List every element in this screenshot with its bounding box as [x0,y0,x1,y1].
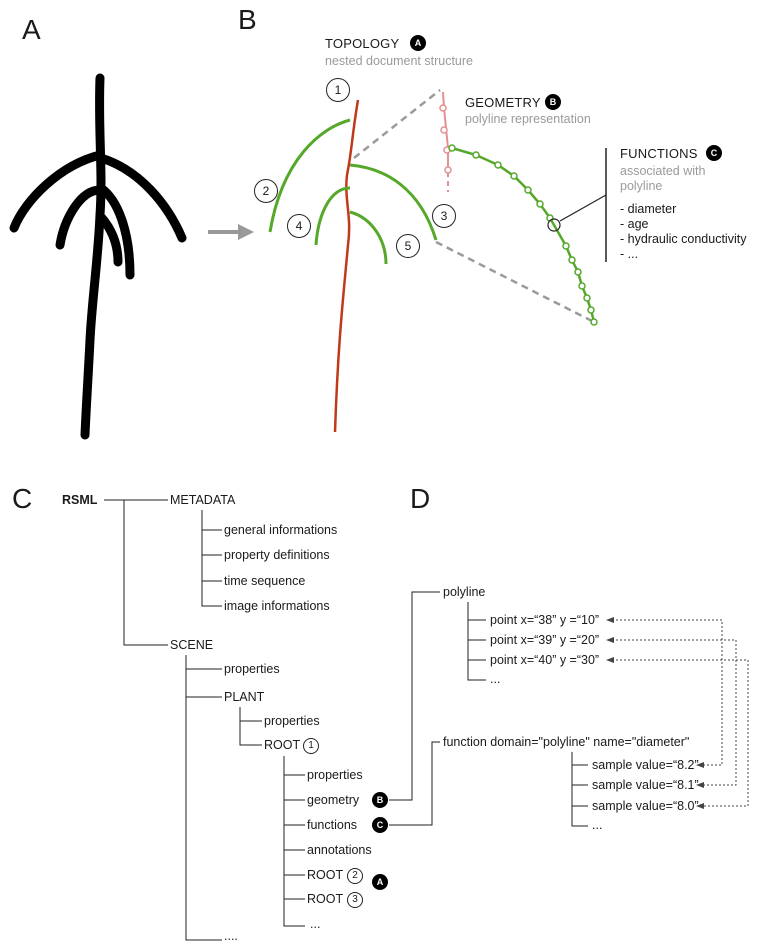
topology-subtitle: nested document structure [325,54,473,68]
tree-rsml-root: RSML [62,493,98,507]
tree-scene: SCENE [170,638,214,652]
root-number-2: 2 [254,179,278,203]
functions-title: FUNCTIONS [620,146,698,161]
root-geometry: geometry [307,793,360,807]
child-root-3-number: 3 [347,892,363,908]
lateral-root-4 [314,186,351,246]
root-silhouette-a [9,73,187,440]
d-sample-3: sample value=“8.0” [592,799,699,813]
tree-child-root-2: ROOT [307,868,344,882]
panel-label-d: D [410,483,431,514]
cross-reference-arrows [612,619,749,807]
metadata-general-informations: general informations [224,523,338,537]
badge-b-geometry-node: B [372,792,388,808]
badge-b-geometry: B [545,94,561,110]
tree-root-1: ROOT [264,738,301,752]
root-annotations: annotations [307,843,372,857]
primary-root-line [333,99,360,433]
child-root-2-number: 2 [347,868,363,884]
lateral-root-5 [349,210,388,265]
metadata-image-informations: image informations [224,599,330,613]
functions-subtitle-line-2: polyline [620,179,663,193]
tree-child-root-3: ROOT [307,892,344,906]
d-sample-1: sample value=“8.2” [592,758,699,772]
metadata-time-sequence: time sequence [224,574,306,588]
d-point-2: point x=“39” y =“20” [490,633,600,647]
geometry-polyline-pink [439,91,452,192]
function-item-diameter: - diameter [620,202,677,216]
function-item-more: - ... [620,247,639,261]
root-1-number: 1 [303,738,319,754]
lateral-root-3 [349,163,438,241]
topology-title: TOPOLOGY [325,36,400,51]
root-number-4: 4 [287,214,311,238]
metadata-property-definitions: property definitions [224,548,330,562]
root-children-more: ... [310,917,321,931]
d-samples-more: ... [592,818,603,832]
d-point-3: point x=“40” y =“30” [490,653,600,667]
d-polyline: polyline [443,585,486,599]
function-item-hydraulic-conductivity: - hydraulic conductivity [620,232,747,246]
panel-label-b: B [238,4,257,35]
transform-arrow [208,224,254,240]
tree-plant: PLANT [224,690,265,704]
d-function: function domain="polyline" name="diamete… [443,735,690,749]
lateral-root-2 [268,118,351,233]
projection-lines [353,89,595,324]
root-properties: properties [307,768,363,782]
scene-properties: properties [224,662,280,676]
panel-label-a: A [22,14,41,45]
panel-label-c: C [12,483,33,514]
root-number-5: 5 [396,234,420,258]
d-point-1: point x=“38” y =“10” [490,613,600,627]
functions-subtitle-line-1: associated with [620,164,706,178]
scene-more: .... [224,929,238,943]
d-sample-2: sample value=“8.1” [592,778,699,792]
function-polyline-green [448,144,607,326]
badge-c-functions-node: C [372,817,388,833]
root-number-1: 1 [326,78,350,102]
badge-a-child-roots: A [372,874,388,890]
d-points-more: ... [490,672,501,686]
root-functions: functions [307,818,358,832]
plant-properties: properties [264,714,320,728]
tree-c-connectors [104,499,588,941]
function-item-age: - age [620,217,649,231]
badge-a-topology: A [410,35,426,51]
cross-reference-arrowheads [606,617,704,809]
badge-c-functions: C [706,145,722,161]
geometry-subtitle: polyline representation [465,112,591,126]
tree-metadata: METADATA [170,493,236,507]
root-number-3: 3 [432,204,456,228]
geometry-title: GEOMETRY [465,95,541,110]
